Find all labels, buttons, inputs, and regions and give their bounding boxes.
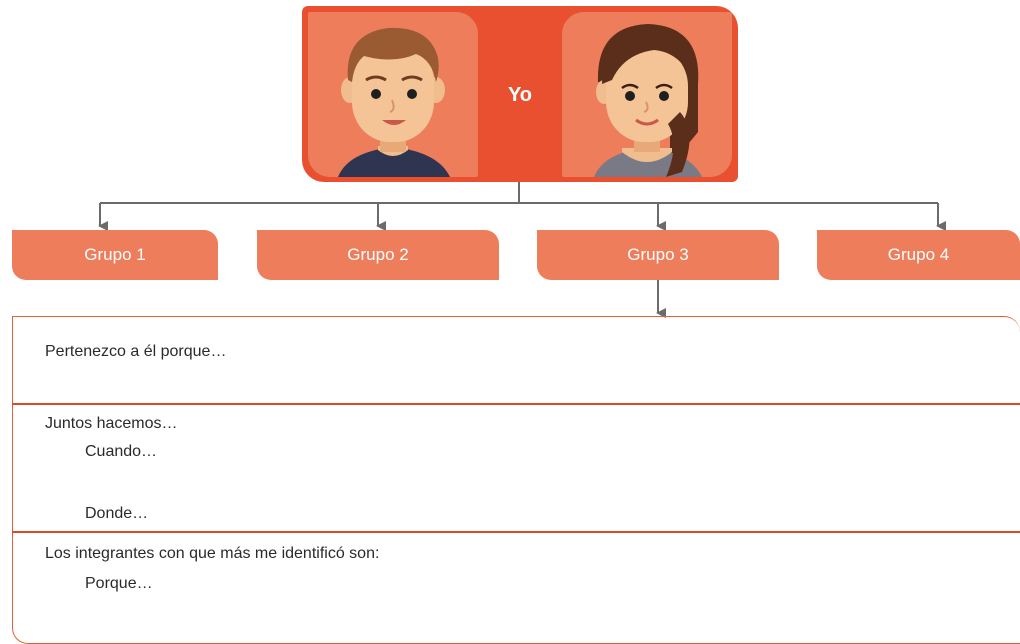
why-prompt: Porque…: [85, 575, 153, 592]
group-label-3: Grupo 3: [627, 245, 689, 264]
center-label: Yo: [507, 84, 533, 106]
group-box-4: Grupo 4: [817, 230, 1020, 280]
girl-avatar: [562, 12, 732, 177]
boy-avatar: [308, 12, 478, 177]
section-divider-1: [12, 403, 1020, 405]
group-label-4: Grupo 4: [887, 245, 950, 264]
when-prompt: Cuando…: [85, 443, 158, 460]
group-box-3: Grupo 3: [537, 230, 779, 280]
group-label-1: Grupo 1: [84, 245, 146, 264]
group-box-2: Grupo 2: [257, 230, 499, 280]
reflection-form: Pertenezco a él porque… Juntos hacemos… …: [12, 316, 1020, 644]
where-prompt: Donde…: [85, 505, 149, 522]
section-divider-2: [12, 531, 1020, 533]
boy-face-icon: [338, 27, 450, 177]
yo-node: Yo: [302, 6, 738, 182]
group-box-1: Grupo 1: [12, 230, 218, 280]
girl-face-icon: [594, 24, 702, 177]
members-prompt: Los integrantes con que más me identific…: [45, 545, 380, 562]
group-label-2: Grupo 2: [347, 245, 409, 264]
belong-prompt: Pertenezco a él porque…: [45, 343, 227, 360]
activities-prompt: Juntos hacemos…: [45, 415, 178, 432]
